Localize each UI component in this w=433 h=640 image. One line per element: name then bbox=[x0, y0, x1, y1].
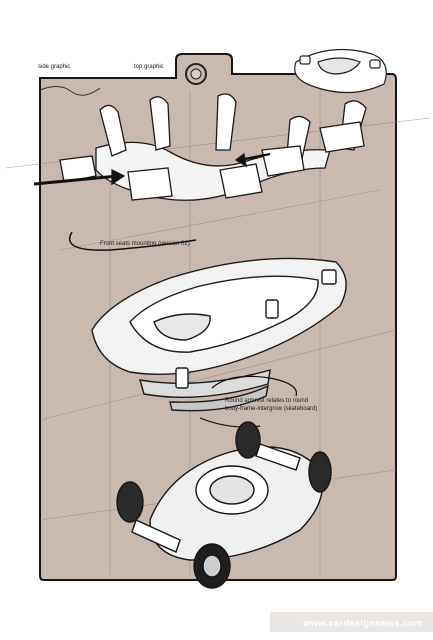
seats-exploded-sketch bbox=[33, 93, 367, 201]
side-graphic-label: side graphic bbox=[38, 64, 71, 70]
top-graphic-label: top graphic bbox=[134, 64, 164, 70]
watermark: www.cardesignnews.com bbox=[303, 618, 423, 628]
tub-body-sketch bbox=[91, 257, 347, 412]
small-car-sketch bbox=[294, 48, 387, 94]
armrest-label-line1: Round armrest relates to round bbox=[225, 398, 309, 404]
skateboard-chassis-sketch bbox=[116, 421, 332, 589]
armrest-label-line2: body-frame-intergrow (skateboard) bbox=[225, 406, 318, 412]
front-seats-label: Front seats mounting (version 02) bbox=[100, 241, 190, 247]
clipboard-clip-icon bbox=[185, 63, 207, 85]
